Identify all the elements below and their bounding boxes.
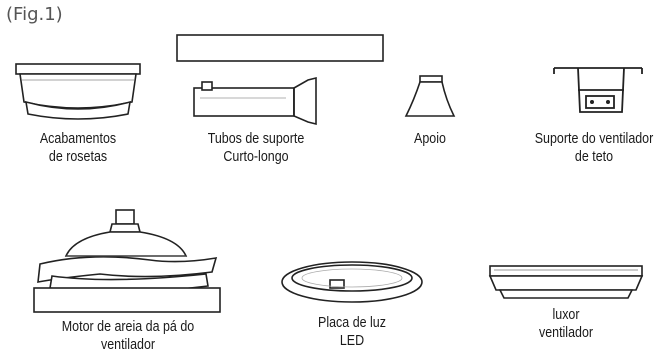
mount-cap-caption: Apoio — [414, 131, 446, 147]
canopy-icon — [15, 63, 141, 120]
led-plate-icon — [281, 261, 423, 303]
fan-lamp-icon — [488, 265, 644, 299]
ceiling-bracket-icon — [553, 67, 643, 113]
mount-cap-icon — [404, 75, 456, 117]
downrod-long-icon — [176, 34, 384, 62]
downrod-icon — [193, 76, 317, 126]
fan-motor-icon — [33, 209, 221, 313]
figure-label: (Fig.1) — [6, 4, 63, 25]
